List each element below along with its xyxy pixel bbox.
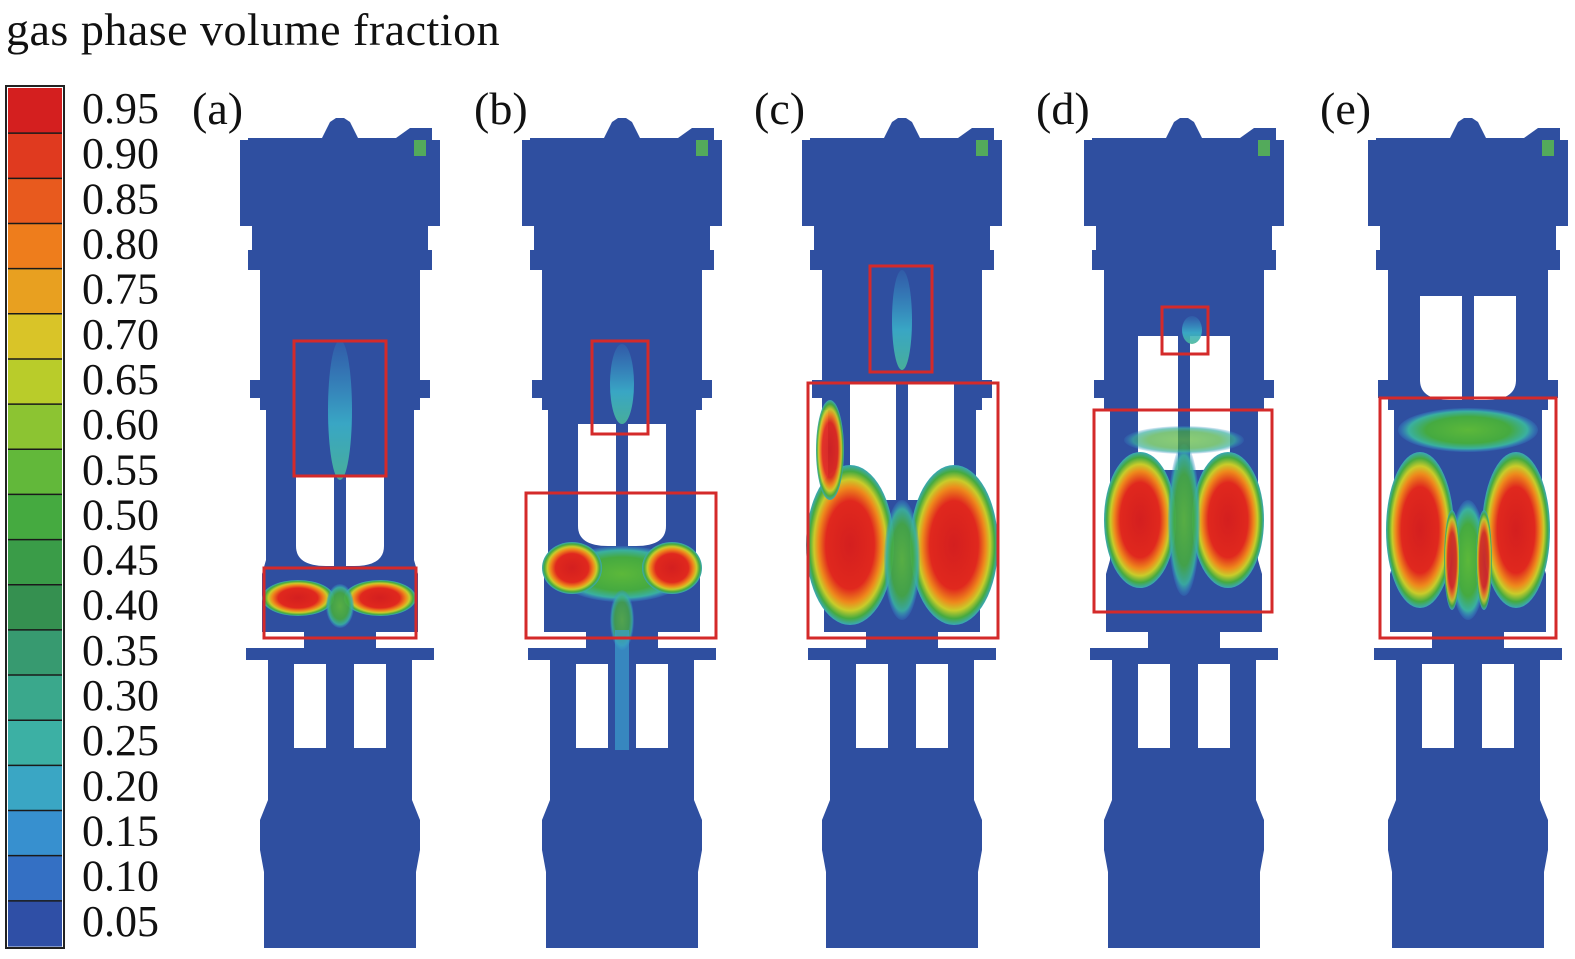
colorbar-band xyxy=(8,268,62,315)
gas-region xyxy=(344,580,416,616)
highlight-box xyxy=(292,339,388,478)
lower-port-right xyxy=(636,664,668,748)
colorbar-band xyxy=(8,313,62,360)
lower-port-left xyxy=(576,664,608,748)
gas-region xyxy=(816,400,844,500)
gas-region xyxy=(610,344,634,424)
panel-label: (d) xyxy=(1036,83,1090,134)
colorbar-band xyxy=(8,900,62,947)
gas-region xyxy=(326,584,354,628)
colorbar-tick-label: 0.35 xyxy=(82,626,159,675)
gas-region xyxy=(1168,444,1200,596)
colorbar-band xyxy=(8,88,62,134)
gas-region xyxy=(1124,426,1244,454)
colorbar-tick-label: 0.70 xyxy=(82,310,159,359)
colorbar: 0.950.900.850.800.750.700.650.600.550.50… xyxy=(5,84,159,949)
colorbar-band xyxy=(8,133,62,179)
gas-region xyxy=(642,542,702,594)
highlight-box xyxy=(868,264,934,374)
colorbar-tick-label: 0.50 xyxy=(82,490,159,539)
gas-region xyxy=(1182,316,1202,344)
colorbar-band xyxy=(8,539,62,586)
corner-gas-trace xyxy=(1542,140,1554,156)
colorbar-tick-label: 0.30 xyxy=(82,671,159,720)
colorbar-tick-label: 0.45 xyxy=(82,536,159,585)
gas-region xyxy=(884,500,920,620)
colorbar-band xyxy=(8,629,62,676)
colorbar-tick-label: 0.80 xyxy=(82,219,159,268)
gas-region xyxy=(910,465,998,625)
colorbar-tick-label: 0.60 xyxy=(82,400,159,449)
gas-region xyxy=(1386,452,1454,608)
lower-port-right xyxy=(1482,664,1514,748)
colorbar-band xyxy=(8,358,62,405)
colorbar-band xyxy=(8,855,62,902)
highlight-box xyxy=(262,566,418,640)
gas-region xyxy=(1192,452,1264,588)
highlight-box xyxy=(806,381,1000,640)
colorbar-tick-label: 0.75 xyxy=(82,265,159,314)
gas-region xyxy=(1398,408,1538,452)
lower-port-right xyxy=(354,664,386,748)
gas-region xyxy=(1450,500,1486,620)
panel-label: (c) xyxy=(754,83,805,134)
lower-port-left xyxy=(856,664,888,748)
highlight-box xyxy=(1092,408,1274,614)
colorbar-tick-label: 0.05 xyxy=(82,897,159,946)
colorbar-band xyxy=(8,449,62,496)
colorbar-band xyxy=(8,178,62,225)
lower-port-right xyxy=(1198,664,1230,748)
lower-port-left xyxy=(1422,664,1454,748)
nozzle-panel: (a) xyxy=(192,83,440,948)
highlight-box xyxy=(590,339,650,436)
gas-region xyxy=(1476,510,1492,610)
gas-region xyxy=(1104,452,1176,588)
highlight-box xyxy=(1160,305,1210,356)
colorbar-tick-label: 0.85 xyxy=(82,174,159,223)
corner-gas-trace xyxy=(414,140,426,156)
colorbar-tick-label: 0.95 xyxy=(82,84,159,133)
colorbar-tick-label: 0.20 xyxy=(82,761,159,810)
gas-region xyxy=(262,580,334,616)
colorbar-band xyxy=(8,765,62,812)
colorbar-tick-label: 0.10 xyxy=(82,852,159,901)
panel-label: (e) xyxy=(1320,83,1371,134)
colorbar-band xyxy=(8,404,62,450)
colorbar-tick-label: 0.90 xyxy=(82,129,159,178)
gas-region xyxy=(615,630,629,750)
colorbar-tick-label: 0.55 xyxy=(82,445,159,494)
colorbar-band xyxy=(8,720,62,766)
colorbar-band xyxy=(8,584,62,631)
gas-region xyxy=(1482,452,1550,608)
corner-gas-trace xyxy=(976,140,988,156)
colorbar-tick-label: 0.65 xyxy=(82,355,159,404)
gas-region xyxy=(328,340,352,480)
colorbar-frame xyxy=(5,85,65,949)
lower-port-left xyxy=(1138,664,1170,748)
colorbar-tick-label: 0.25 xyxy=(82,716,159,765)
colorbar-tick-label: 0.40 xyxy=(82,581,159,630)
panel-label: (a) xyxy=(192,83,243,134)
lower-port-left xyxy=(294,664,326,748)
gas-region xyxy=(806,465,894,625)
panel-label: (b) xyxy=(474,83,528,134)
gas-region xyxy=(892,270,912,370)
gas-region xyxy=(542,542,602,594)
highlight-box xyxy=(524,491,718,640)
colorbar-title: gas phase volume fraction xyxy=(6,4,501,55)
highlight-box xyxy=(1378,396,1558,640)
gas-region xyxy=(1444,510,1460,610)
colorbar-band xyxy=(8,223,62,270)
corner-gas-trace xyxy=(1258,140,1270,156)
colorbar-band xyxy=(8,675,62,721)
colorbar-tick-label: 0.15 xyxy=(82,807,159,856)
colorbar-band xyxy=(8,810,62,857)
nozzle-panel: (b) xyxy=(474,83,722,948)
colorbar-band xyxy=(8,494,62,541)
corner-gas-trace xyxy=(696,140,708,156)
lower-port-right xyxy=(916,664,948,748)
